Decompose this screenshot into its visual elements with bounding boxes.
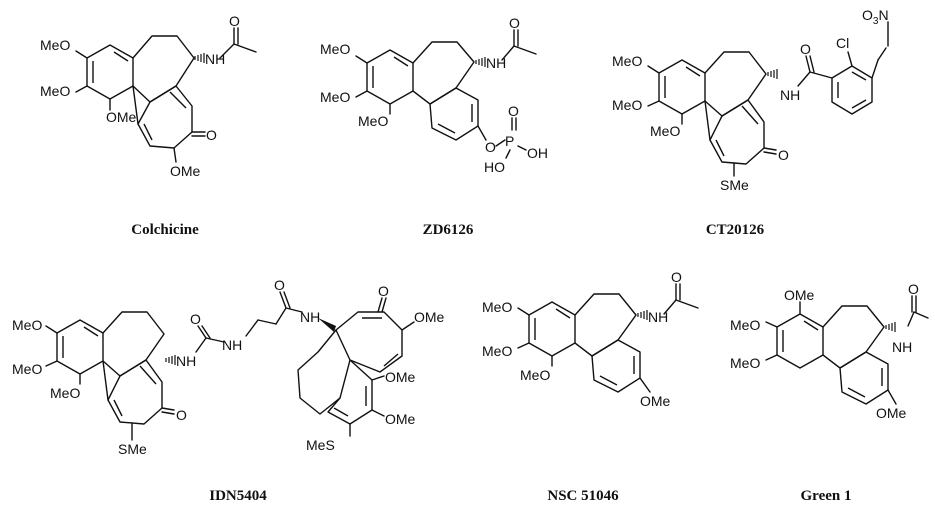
ring-a (86, 44, 134, 100)
label-o: O (229, 13, 240, 29)
caption-green1: Green 1 (801, 488, 852, 504)
ring-b (102, 311, 165, 377)
ring-c (709, 99, 765, 165)
ring-b2 (297, 329, 341, 415)
label-meo: MeO (320, 41, 350, 57)
caption-idn5404: IDN5404 (209, 488, 267, 504)
compound-nsc51046: MeO MeO MeO NH O OMe NSC 51046 (482, 269, 699, 504)
caption-ct20126: CT20126 (706, 222, 765, 238)
label-ome: OMe (414, 309, 445, 325)
label-meo: MeO (482, 299, 512, 315)
label-ome: OMe (385, 369, 416, 385)
label-meo: MeO (612, 53, 642, 69)
compound-idn5404: MeO MeO MeO NH O NH O NH O SMe O OMe OMe… (12, 277, 445, 504)
label-meo: MeO (358, 113, 388, 129)
label-meo: MeO (50, 385, 80, 401)
label-o: O (176, 407, 187, 423)
label-meo: MeO (520, 367, 550, 383)
ring-a (776, 313, 824, 369)
label-ome: OMe (640, 393, 671, 409)
caption-zd6126: ZD6126 (423, 222, 474, 238)
compound-zd6126: MeO MeO MeO NH O O P O OH HO ZD6126 (320, 15, 548, 238)
label-o: O (509, 15, 520, 31)
label-ome: OMe (385, 411, 416, 427)
label-mes: MeS (306, 437, 335, 453)
ring-b (574, 293, 637, 357)
label-sme: SMe (118, 441, 147, 457)
label-cl: Cl (836, 35, 849, 51)
label-ome: OMe (876, 405, 907, 421)
label-ome: OMe (784, 287, 815, 303)
ring-a (658, 59, 706, 115)
label-o: O (800, 41, 811, 57)
label-meo: MeO (320, 89, 350, 105)
label-meo: MeO (730, 355, 760, 371)
compound-ct20126: MeO MeO MeO NH O Cl O3N O SMe CT20126 (612, 7, 889, 238)
caption-colchicine: Colchicine (131, 222, 199, 238)
label-nh: NH (486, 55, 506, 71)
ring-b (132, 35, 195, 103)
label-nh: NH (222, 337, 242, 353)
ring-a (528, 301, 576, 357)
label-o: O (274, 277, 285, 293)
label-nh: NH (780, 87, 800, 103)
ring-c (137, 85, 193, 149)
ring-a (56, 319, 104, 375)
label-o: O (485, 139, 496, 155)
caption-nsc51046: NSC 51046 (547, 488, 619, 504)
label-sme: SMe (720, 177, 749, 193)
label-meo: MeO (650, 123, 680, 139)
label-o: O (206, 127, 217, 143)
ring-b (412, 41, 475, 105)
label-o: O (908, 281, 919, 297)
label-ome: OMe (170, 163, 201, 179)
label-ho: HO (484, 159, 505, 175)
label-ome: OMe (106, 109, 137, 125)
label-nh: NH (300, 309, 320, 325)
label-meo: MeO (612, 97, 642, 113)
label-o: O (671, 269, 682, 285)
ring-c (107, 359, 163, 425)
wedge-bond (318, 318, 336, 332)
label-o: O (190, 311, 201, 327)
compound-colchicine: MeO MeO OMe NH O O OMe Colchicine (40, 13, 257, 238)
ring-a (366, 49, 414, 105)
compound-green1: OMe MeO MeO NH O OMe Green 1 (730, 281, 929, 504)
label-meo: MeO (482, 343, 512, 359)
label-meo: MeO (40, 37, 70, 53)
label-meo: MeO (730, 317, 760, 333)
label-meo: MeO (12, 361, 42, 377)
label-nh: NH (648, 309, 668, 325)
ring-b (704, 51, 767, 117)
label-nh: NH (205, 51, 225, 67)
label-nh: NH (892, 339, 912, 355)
label-nh: NH (176, 353, 196, 369)
ring-c2 (335, 311, 403, 373)
label-o: O (378, 283, 389, 299)
label-o3n: O3N (862, 7, 889, 27)
label-o: O (508, 103, 519, 119)
label-oh: OH (527, 145, 548, 161)
label-p: P (505, 133, 514, 149)
label-o: O (778, 147, 789, 163)
label-meo: MeO (40, 83, 70, 99)
ring-b (822, 305, 885, 369)
label-meo: MeO (12, 317, 42, 333)
